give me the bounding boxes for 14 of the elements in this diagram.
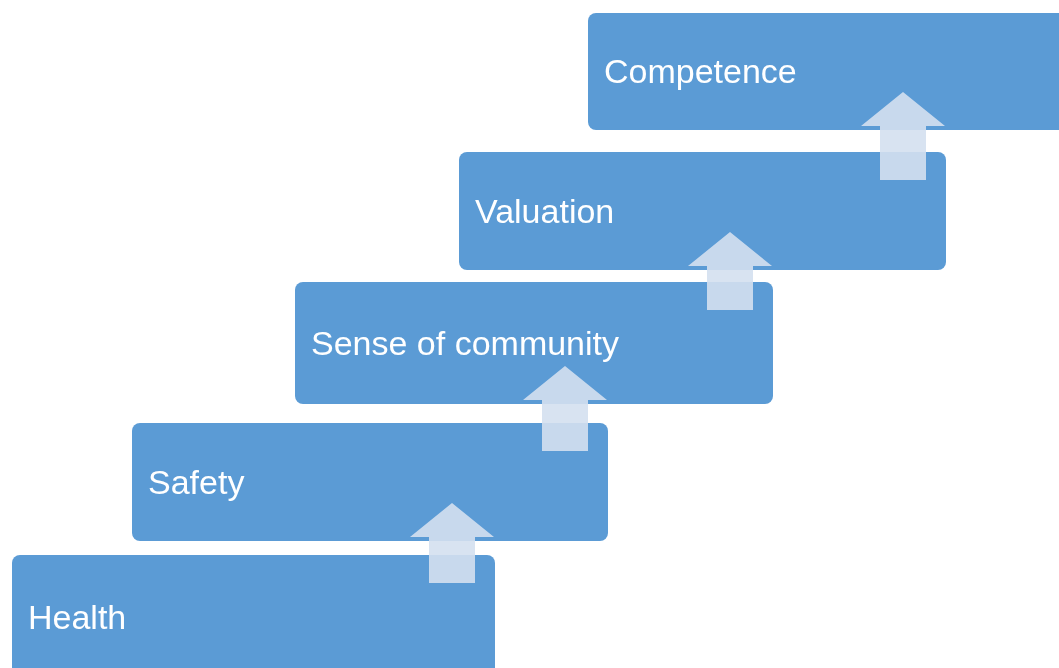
step-label: Health [28,598,127,637]
step-box [132,423,608,541]
up-arrow [688,232,772,310]
step-box [588,13,1059,130]
step-label: Valuation [475,191,615,231]
up-arrow [523,366,607,451]
step-label: Competence [604,52,797,91]
up-arrow [410,503,494,583]
step-box [459,152,946,270]
step-label: Sense of community [311,323,620,363]
up-arrow [861,92,945,180]
step-box [12,555,495,668]
step-label: Safety [148,462,245,502]
step-box [295,282,773,404]
